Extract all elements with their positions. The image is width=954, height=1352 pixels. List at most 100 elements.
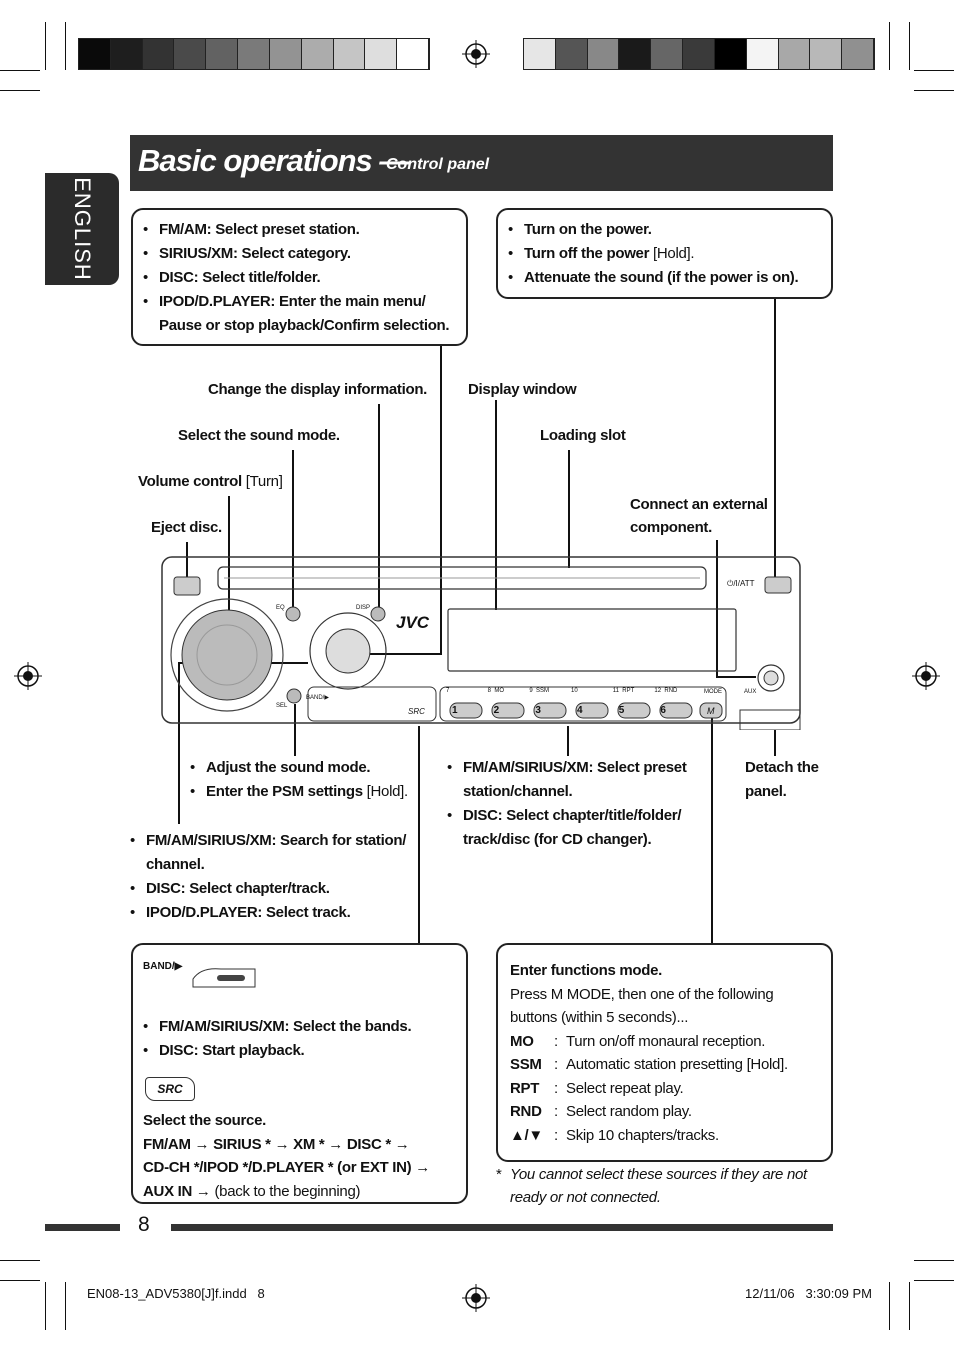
- function-row: SSM:Automatic station presetting [Hold].: [510, 1053, 819, 1077]
- color-swatch: [619, 39, 652, 69]
- function-row: RPT: Select repeat play.: [510, 1077, 819, 1101]
- mode-label: MODE: [704, 689, 722, 695]
- color-swatch: [651, 39, 684, 69]
- callout-box-bottom-right: Enter functions mode. Press M MODE, then…: [496, 943, 833, 1162]
- list-item: DISC: Select title/folder.: [143, 266, 456, 290]
- function-colon: :: [554, 1032, 558, 1050]
- color-swatch: [587, 39, 620, 69]
- function-row: RND: Select random play.: [510, 1100, 819, 1124]
- color-swatch-bar-left: [78, 38, 430, 70]
- function-key: MO: [510, 1032, 534, 1050]
- callout-list: FM/AM: Select preset station. SIRIUS/XM:…: [143, 218, 456, 338]
- source-line: AUX IN → (back to the beginning): [143, 1182, 361, 1200]
- list-item: FM/AM/SIRIUS/XM: Search for station/ cha…: [130, 829, 415, 877]
- function-desc: Skip 10 chapters/tracks.: [566, 1126, 719, 1144]
- page-footer-bar-left: [45, 1224, 120, 1231]
- label-display-window: Display window: [468, 381, 577, 398]
- page-subtitle: Control panel: [386, 156, 490, 173]
- eq-label: EQ: [276, 605, 285, 611]
- functions-intro: Press M MODE, then one of the following …: [510, 985, 774, 1027]
- preset-button-label: 2: [493, 705, 500, 716]
- band-label: BAND/▶: [306, 695, 329, 701]
- callout-list: Turn on the power. Turn off the power [H…: [508, 218, 821, 290]
- function-row: ▲/▼: Skip 10 chapters/tracks.: [510, 1124, 819, 1148]
- color-swatch: [110, 39, 143, 69]
- callout-box-top-left: FM/AM: Select preset station. SIRIUS/XM:…: [131, 208, 468, 346]
- color-swatch: [269, 39, 302, 69]
- print-slug-date: 12/11/06 3:30:09 PM: [745, 1286, 872, 1301]
- list-item: DISC: Select chapter/title/folder/ track…: [447, 804, 697, 852]
- power-button-label: ⏻/I/ATT: [727, 579, 755, 588]
- list-item: Turn on the power.: [508, 218, 821, 242]
- footnote-text: You cannot select these sources if they …: [510, 1166, 807, 1206]
- color-swatch-bar-right: [523, 38, 875, 70]
- label-select-sound: Select the sound mode.: [178, 427, 340, 444]
- function-desc: Turn on/off monaural reception.: [566, 1032, 766, 1050]
- footnote-mark: *: [496, 1166, 502, 1183]
- function-desc: Automatic station presetting [Hold].: [566, 1056, 788, 1073]
- label-detach-panel: Detach the panel.: [745, 759, 819, 800]
- color-swatch: [397, 39, 429, 69]
- color-swatch: [555, 39, 588, 69]
- callout-search: FM/AM/SIRIUS/XM: Search for station/ cha…: [130, 829, 415, 925]
- color-swatch: [238, 39, 270, 69]
- src-button-icon: SRC: [145, 1077, 195, 1101]
- function-colon: :: [554, 1079, 558, 1097]
- function-key: ▲/▼: [510, 1126, 543, 1144]
- list-item: Adjust the sound mode.: [190, 756, 430, 780]
- page-footer-bar-right: [171, 1224, 833, 1231]
- function-colon: :: [554, 1126, 558, 1144]
- preset-top-label: 11 RPT: [612, 688, 635, 694]
- function-desc: Select random play.: [566, 1103, 692, 1120]
- label-change-display: Change the display information.: [208, 381, 428, 398]
- color-swatch: [683, 39, 715, 69]
- source-line: FM/AM → SIRIUS * → XM * → DISC * →: [143, 1135, 410, 1153]
- language-side-tab: ENGLISH: [45, 173, 119, 285]
- preset-button-label: 6: [660, 705, 666, 716]
- control-panel-illustration: [161, 556, 801, 730]
- list-item: FM/AM/SIRIUS/XM: Select preset station/c…: [447, 756, 697, 804]
- preset-top-label: 9 SSM: [529, 688, 550, 694]
- list-item: SIRIUS/XM: Select category.: [143, 242, 456, 266]
- m-button-label: M: [707, 706, 715, 716]
- color-swatch: [842, 39, 874, 69]
- color-swatch: [746, 39, 779, 69]
- callout-box-top-right: Turn on the power. Turn off the power [H…: [496, 208, 833, 299]
- label-volume-control: Volume control [Turn]: [138, 473, 283, 490]
- list-item: DISC: Start playback.: [143, 1039, 456, 1063]
- list-item: FM/AM: Select preset station.: [143, 218, 456, 242]
- label-eject-disc: Eject disc.: [151, 519, 222, 536]
- function-colon: :: [554, 1056, 558, 1073]
- function-colon: :: [554, 1103, 558, 1120]
- registration-target-icon: [462, 1284, 490, 1312]
- page-title: Basic operations —: [138, 143, 410, 178]
- function-key: RND: [510, 1103, 542, 1120]
- disp-label: DISP: [356, 605, 371, 611]
- band-list: FM/AM/SIRIUS/XM: Select the bands. DISC:…: [143, 1015, 456, 1063]
- aux-label: AUX: [744, 689, 757, 695]
- print-slug-file: EN08-13_ADV5380[J]f.indd 8: [87, 1286, 265, 1301]
- registration-target-icon: [462, 40, 490, 68]
- list-item: FM/AM/SIRIUS/XM: Select the bands.: [143, 1015, 456, 1039]
- preset-top-label: 8 MO: [487, 688, 505, 694]
- list-item: IPOD/D.PLAYER: Select track.: [130, 901, 415, 925]
- function-key: RPT: [510, 1079, 540, 1097]
- color-swatch: [365, 39, 398, 69]
- function-desc: Select repeat play.: [566, 1079, 684, 1097]
- color-swatch: [142, 39, 175, 69]
- functions-heading: Enter functions mode.: [510, 962, 663, 979]
- list-item: DISC: Select chapter/track.: [130, 877, 415, 901]
- footnote: * You cannot select these sources if the…: [496, 1163, 836, 1209]
- color-swatch: [301, 39, 334, 69]
- callout-preset-select: FM/AM/SIRIUS/XM: Select preset station/c…: [447, 756, 697, 852]
- color-swatch: [778, 39, 811, 69]
- color-swatch: [524, 39, 556, 69]
- preset-button-label: 5: [618, 705, 625, 716]
- preset-button-label: 1: [452, 705, 458, 716]
- registration-target-icon: [14, 662, 42, 690]
- color-swatch: [206, 39, 239, 69]
- registration-target-icon: [912, 662, 940, 690]
- function-row: MO: Turn on/off monaural reception.: [510, 1030, 819, 1054]
- list-item: Enter the PSM settings [Hold].: [190, 780, 430, 804]
